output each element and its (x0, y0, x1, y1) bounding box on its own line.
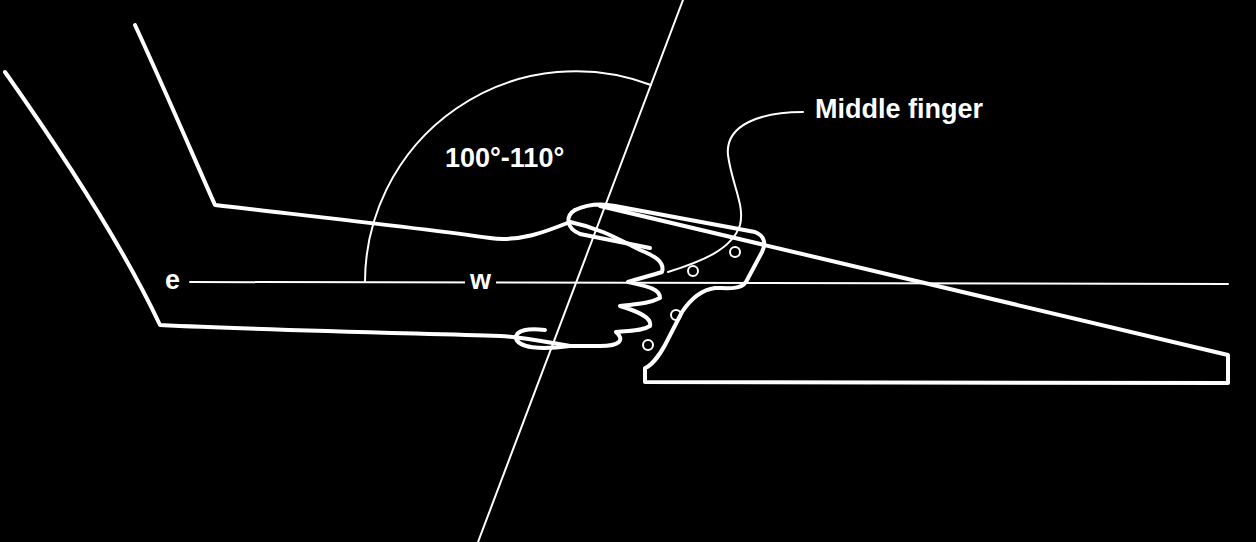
point-label: e (160, 266, 185, 296)
forearm-axis-line (190, 282, 1228, 284)
handle-bottom-grip (516, 329, 570, 348)
handle-top-grip (568, 210, 650, 248)
callout-label: Middle finger (815, 95, 983, 125)
forearm-lower-outline (5, 72, 570, 346)
point-label: w (465, 266, 496, 296)
rivet (730, 247, 740, 257)
rivet (643, 340, 653, 350)
angle-label: 100°-110° (445, 144, 564, 174)
forearm-upper-outline (135, 25, 570, 239)
saw-handle-and-blade (575, 205, 1228, 383)
leader-line (668, 112, 803, 272)
rivet (671, 310, 681, 320)
rivet (688, 266, 698, 276)
angle-arc (365, 71, 651, 282)
